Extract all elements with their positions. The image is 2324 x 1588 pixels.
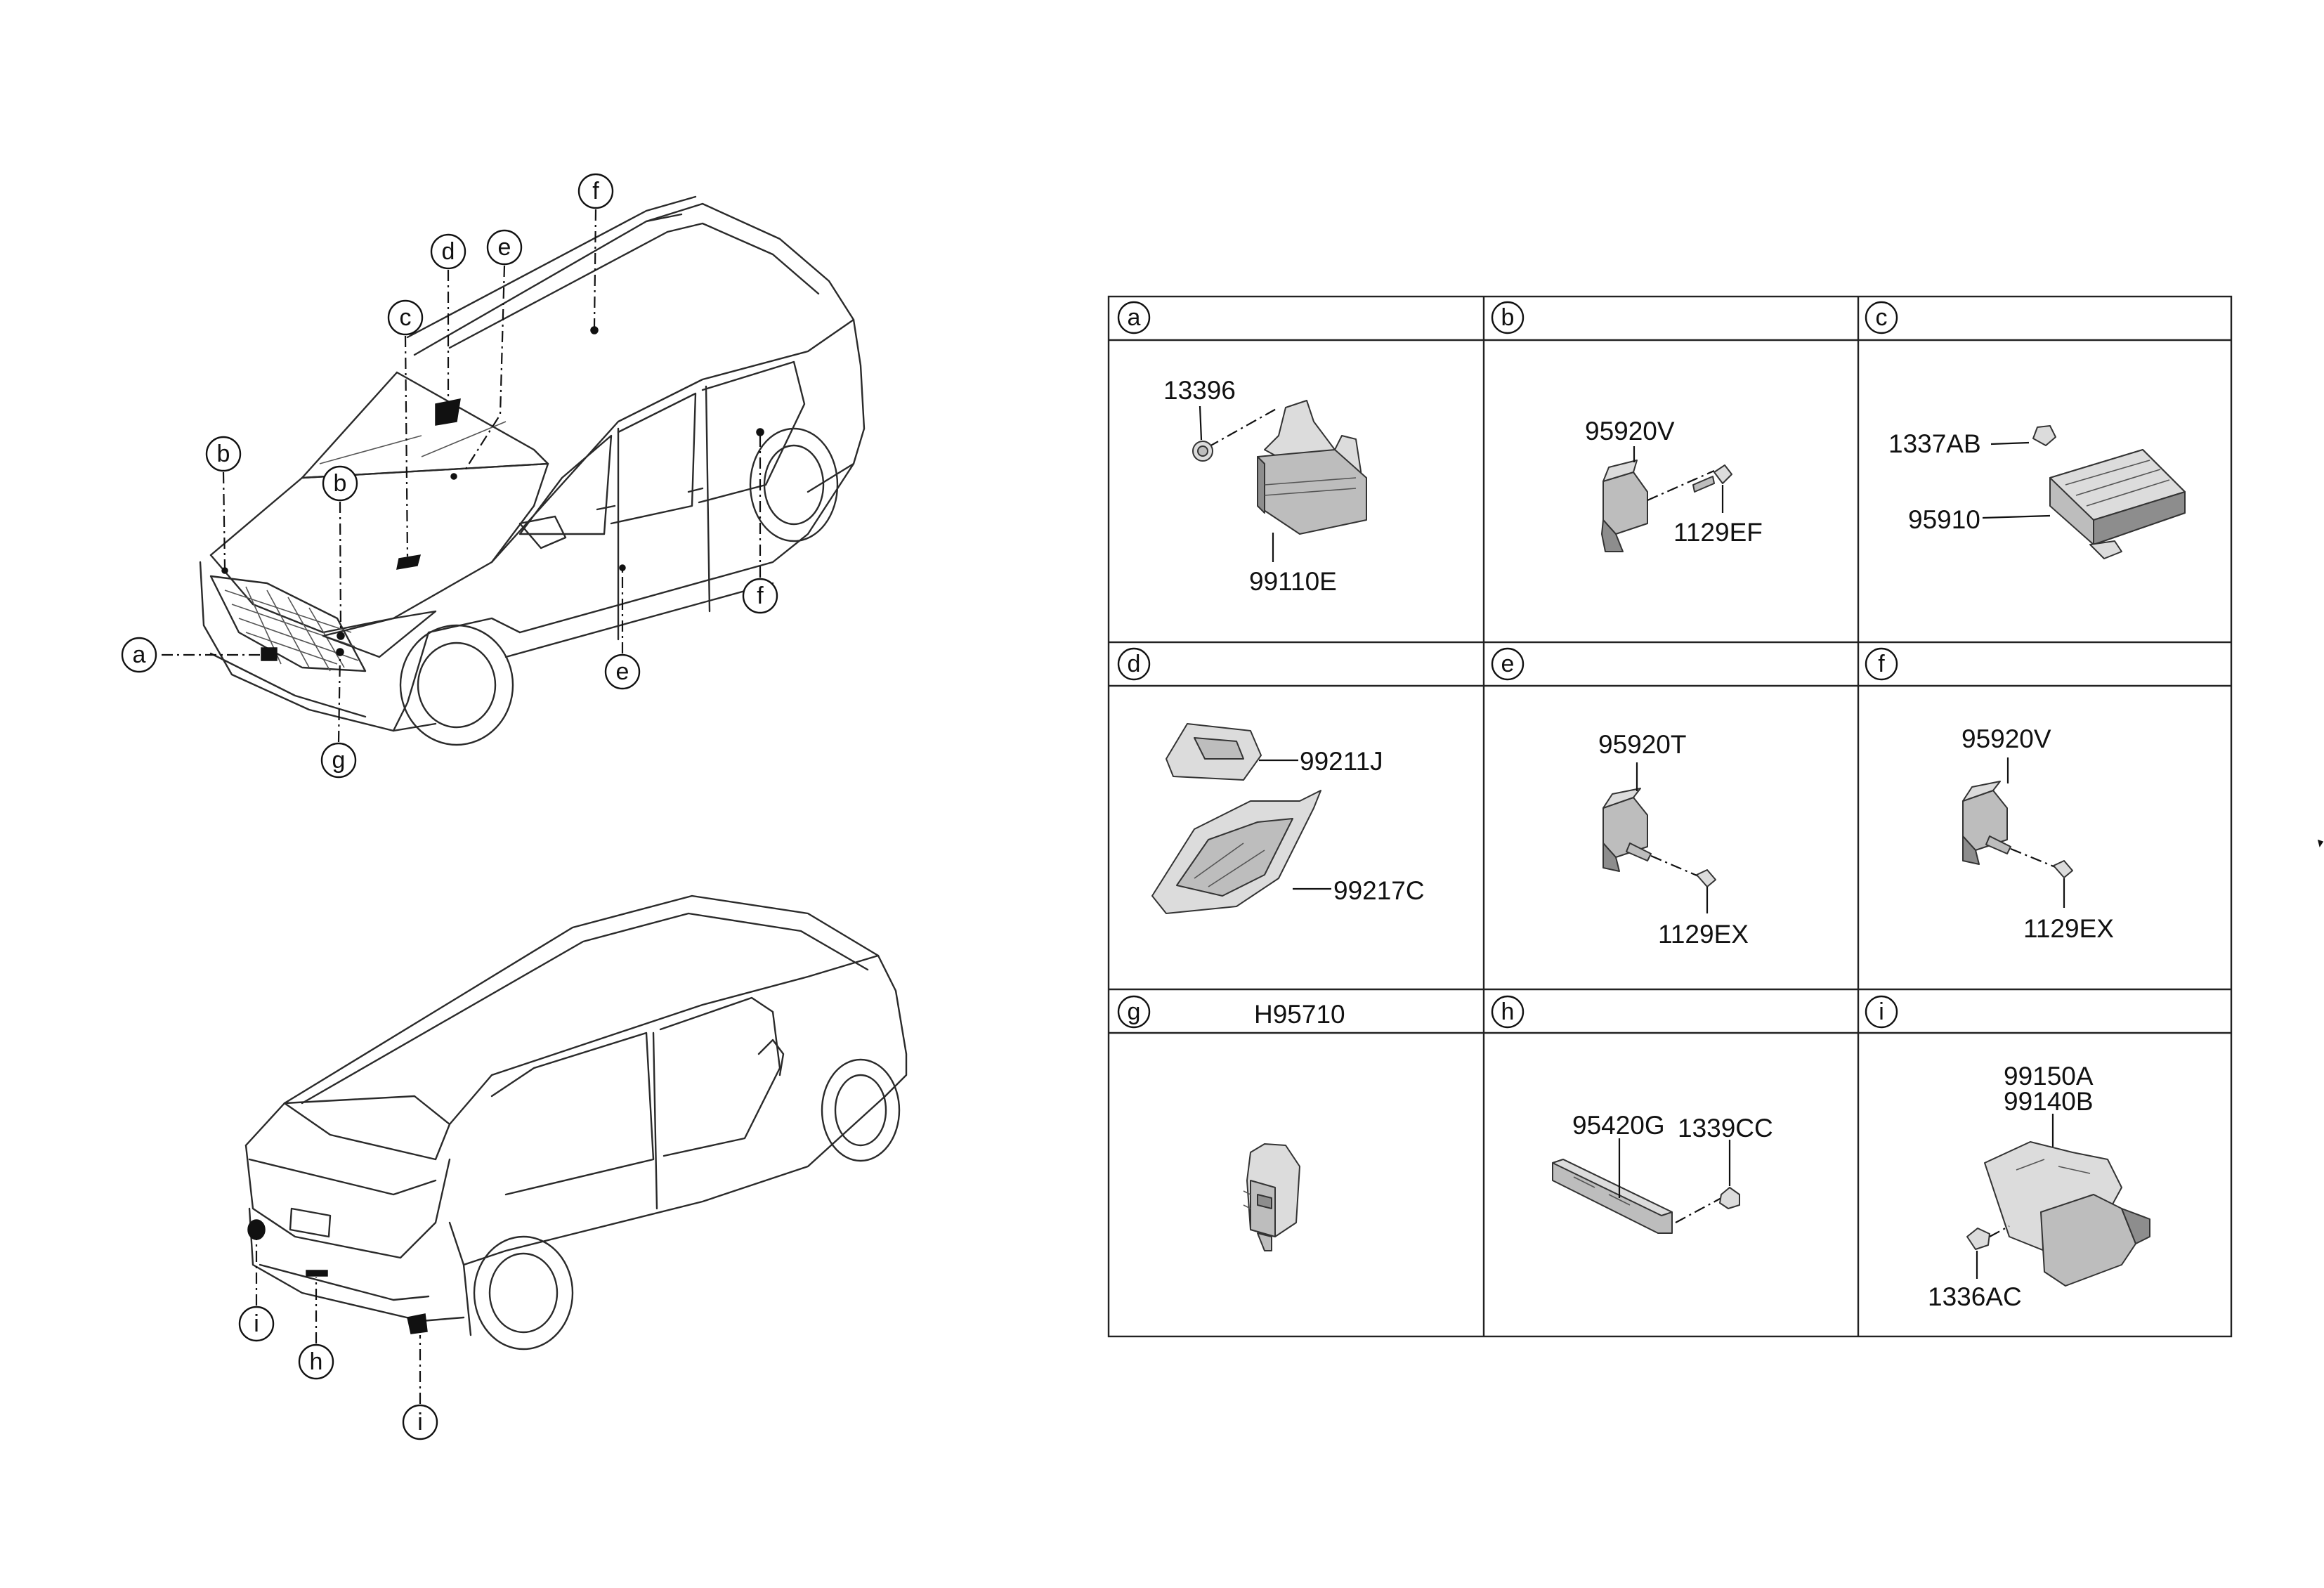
callout-e-top: e (486, 229, 523, 266)
part-99150A: 99150A (2004, 1062, 2094, 1091)
part-99140B: 99140B (2004, 1087, 2094, 1116)
cell-d-parts: 99211J 99217C (1151, 723, 1425, 914)
part-99211J: 99211J (1300, 747, 1383, 776)
cell-e-parts: 95920T 1129EX (1598, 730, 1749, 949)
svg-text:i: i (1879, 998, 1884, 1025)
cell-a-parts: 13396 99110E (1163, 376, 1367, 596)
cell-g-header: g (1117, 995, 1151, 1029)
svg-text:c: c (1876, 304, 1888, 331)
callout-b-front-left: b (205, 436, 242, 472)
part-99110E: 99110E (1249, 567, 1337, 596)
rear-sensor-h (306, 1270, 328, 1277)
vehicle-rear-view: i h i (238, 894, 908, 1440)
cell-d-header: d (1117, 647, 1151, 681)
part-1129EX-f: 1129EX (2023, 914, 2114, 943)
part-1336AC: 1336AC (1928, 1282, 2022, 1311)
svg-text:b: b (217, 441, 230, 467)
callout-i-left: i (238, 1306, 275, 1342)
svg-text:e: e (1501, 651, 1515, 677)
svg-text:f: f (1878, 651, 1885, 677)
svg-text:b: b (1501, 304, 1515, 331)
svg-text:g: g (332, 747, 346, 774)
svg-text:b: b (334, 470, 347, 497)
svg-text:e: e (498, 234, 511, 261)
sensor-c (396, 554, 422, 570)
svg-text:i: i (254, 1310, 259, 1337)
cell-c-header: c (1865, 301, 1898, 334)
parts-table: a b c d e f g h i H95710 13396 99110E (1107, 295, 2233, 1338)
cell-g-header-part: H95710 (1254, 1000, 1345, 1029)
callout-g: g (320, 742, 357, 779)
svg-text:a: a (133, 642, 146, 668)
callout-i-right: i (402, 1404, 438, 1440)
cell-i-parts: 99150A 99140B 1336AC (1928, 1062, 2150, 1311)
part-13396: 13396 (1163, 376, 1236, 405)
camera-sensor-d (435, 398, 461, 426)
part-1339CC: 1339CC (1678, 1114, 1773, 1143)
part-1337AB: 1337AB (1888, 429, 1981, 458)
svg-text:g: g (1128, 998, 1141, 1025)
callout-a-front: a (121, 637, 157, 673)
part-1129EF: 1129EF (1673, 518, 1763, 547)
cell-c-parts: 1337AB 95910 (1888, 425, 2186, 559)
callout-c: c (387, 299, 424, 336)
cell-i-header: i (1865, 995, 1898, 1029)
part-99217C: 99217C (1333, 876, 1425, 905)
svg-text:a: a (1128, 304, 1141, 331)
callout-h: h (298, 1343, 334, 1380)
svg-text:e: e (616, 658, 629, 685)
svg-text:d: d (1128, 651, 1141, 677)
rear-radar-left (247, 1219, 266, 1240)
callout-f-side: f (742, 578, 778, 614)
svg-text:h: h (310, 1348, 323, 1375)
callout-b-front-right: b (322, 465, 358, 502)
edge-mark (2317, 839, 2324, 847)
part-95920V-b: 95920V (1585, 417, 1675, 445)
svg-text:c: c (400, 304, 412, 331)
callout-d: d (430, 233, 466, 270)
svg-text:h: h (1501, 998, 1515, 1025)
svg-text:i: i (417, 1409, 423, 1436)
front-radar-sensor-a (261, 647, 278, 661)
vehicle-front-view: a b b c d e f (121, 173, 866, 779)
cell-a-header: a (1117, 301, 1151, 334)
cell-h-header: h (1491, 995, 1525, 1029)
svg-text:f: f (757, 583, 764, 609)
callout-e-side: e (604, 653, 641, 690)
cell-b-parts: 95920V 1129EF (1585, 417, 1763, 552)
svg-text:d: d (442, 238, 455, 265)
cell-g-parts (1243, 1143, 1300, 1251)
part-95910: 95910 (1908, 505, 1980, 534)
cell-f-header: f (1865, 647, 1898, 681)
part-95420G: 95420G (1572, 1111, 1665, 1140)
part-1129EX-e: 1129EX (1658, 920, 1749, 949)
cell-f-parts: 95920V 1129EX (1961, 724, 2114, 943)
callout-f-top: f (577, 173, 614, 209)
cell-h-parts: 95420G 1339CC (1552, 1111, 1773, 1234)
rear-radar-right (407, 1313, 428, 1334)
svg-text:f: f (592, 178, 599, 204)
cell-b-header: b (1491, 301, 1525, 334)
cell-e-header: e (1491, 647, 1525, 681)
part-95920V-f: 95920V (1961, 724, 2051, 753)
part-95920T: 95920T (1598, 730, 1687, 759)
